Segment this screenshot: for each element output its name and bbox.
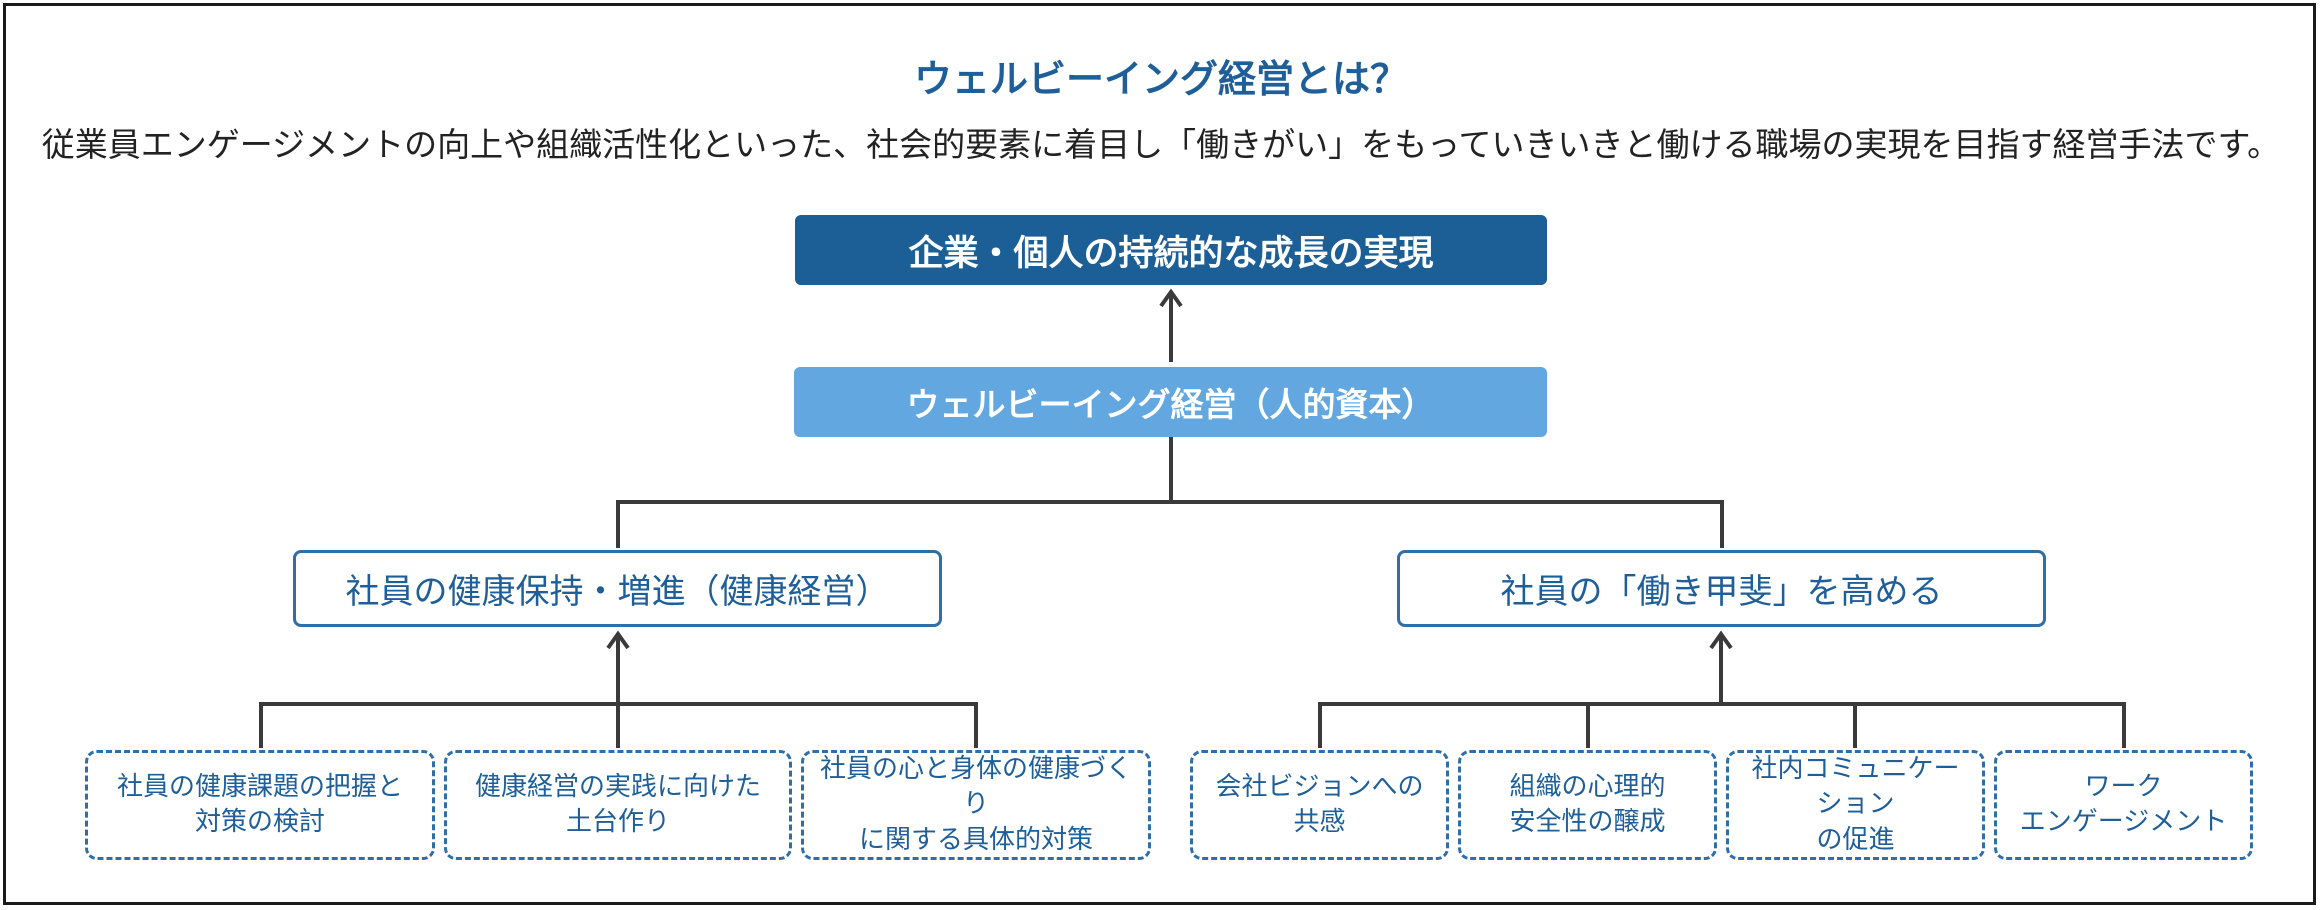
job-satisfaction-box: 社員の「働き甲斐」を高める bbox=[1397, 550, 2046, 627]
connector-right-branch bbox=[1318, 702, 2126, 748]
arrowhead-left bbox=[606, 630, 630, 650]
diagram-title: ウェルビーイング経営とは？ bbox=[913, 57, 1408, 101]
right-item-line: ワーク bbox=[2084, 771, 2163, 802]
right-item-box: ワークエンゲージメント bbox=[1994, 750, 2253, 860]
left-item-box: 健康経営の実践に向けた土台作り bbox=[444, 750, 792, 860]
right-item-line: エンゲージメント bbox=[2019, 807, 2228, 837]
left-item-line: 社員の心と身体の健康づくり bbox=[819, 754, 1132, 820]
right-item-line: 会社ビジョンへの bbox=[1215, 771, 1424, 802]
right-item-line: 社内コミュニケーション bbox=[1751, 754, 1960, 820]
arrowhead-right bbox=[1709, 630, 1733, 650]
right-item-line: 共感 bbox=[1293, 807, 1346, 837]
health-management-box: 社員の健康保持・増進（健康経営） bbox=[293, 550, 942, 627]
diagram-subtitle: 従業員エンゲージメントの向上や組織活性化といった、社会的要素に着目し「働きがい」… bbox=[41, 125, 2281, 164]
right-item-line: 安全性の醸成 bbox=[1509, 807, 1666, 837]
right-item-box: 組織の心理的安全性の醸成 bbox=[1458, 750, 1717, 860]
arrowhead-goal bbox=[1159, 288, 1183, 308]
goal-box: 企業・個人の持続的な成長の実現 bbox=[795, 215, 1547, 285]
left-item-line: 社員の健康課題の把握と bbox=[116, 771, 403, 802]
left-item-line: 土台作り bbox=[565, 807, 670, 837]
right-item-box: 会社ビジョンへの共感 bbox=[1190, 750, 1449, 860]
left-item-box: 社員の心と身体の健康づくりに関する具体的対策 bbox=[801, 750, 1151, 860]
left-item-line: 健康経営の実践に向けた bbox=[474, 771, 761, 802]
right-item-line: の促進 bbox=[1816, 824, 1895, 855]
diagram-frame bbox=[3, 3, 2316, 905]
right-item-line: 組織の心理的 bbox=[1509, 771, 1666, 802]
left-item-box: 社員の健康課題の把握と対策の検討 bbox=[85, 750, 435, 860]
left-item-line: 対策の検討 bbox=[194, 807, 325, 837]
connector-core-branch bbox=[616, 500, 1724, 548]
right-item-box: 社内コミュニケーションの促進 bbox=[1726, 750, 1985, 860]
left-item-line: に関する具体的対策 bbox=[858, 824, 1093, 855]
core-box: ウェルビーイング経営（人的資本） bbox=[794, 367, 1547, 437]
